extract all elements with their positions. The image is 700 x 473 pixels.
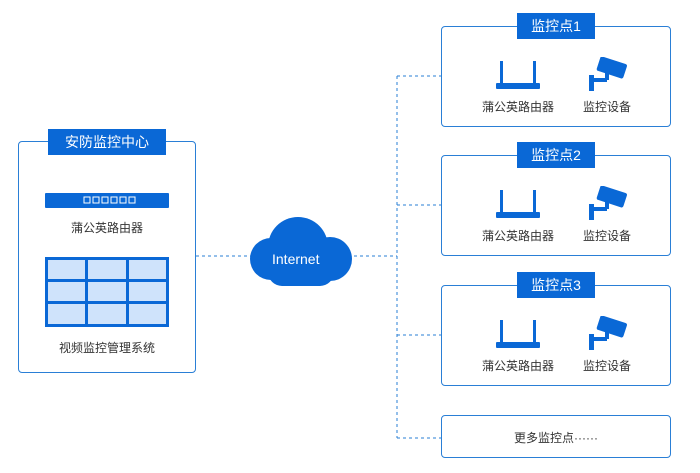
router-icon (496, 190, 540, 218)
more-sites-box (441, 415, 671, 458)
more-sites-label: 更多监控点······ (514, 431, 598, 445)
internet-label: Internet (272, 251, 320, 267)
site-router-label-1: 蒲公英路由器 (481, 100, 554, 114)
internet-cloud-icon (250, 217, 352, 286)
site-title-3: 监控点3 (517, 272, 595, 298)
site-router-label-2: 蒲公英路由器 (481, 229, 554, 243)
site-box-3 (441, 285, 671, 386)
site-router-label-3: 蒲公英路由器 (481, 359, 554, 373)
center-router-label: 蒲公英路由器 (70, 221, 143, 235)
router-icon (496, 320, 540, 348)
site-camera-label-3: 监控设备 (582, 359, 631, 373)
site-title-2: 监控点2 (517, 142, 595, 168)
site-camera-label-2: 监控设备 (582, 229, 631, 243)
router-icon (496, 61, 540, 89)
monitoring-center-title: 安防监控中心 (48, 129, 166, 155)
video-wall-icon (45, 257, 169, 327)
router-switch-icon (45, 193, 169, 208)
camera-icon (589, 57, 627, 91)
camera-icon (589, 316, 627, 350)
site-box-1 (441, 26, 671, 127)
site-title-1: 监控点1 (517, 13, 595, 39)
site-camera-label-1: 监控设备 (582, 100, 631, 114)
vms-label: 视频监控管理系统 (58, 341, 155, 355)
camera-icon (589, 186, 627, 220)
site-box-2 (441, 155, 671, 256)
